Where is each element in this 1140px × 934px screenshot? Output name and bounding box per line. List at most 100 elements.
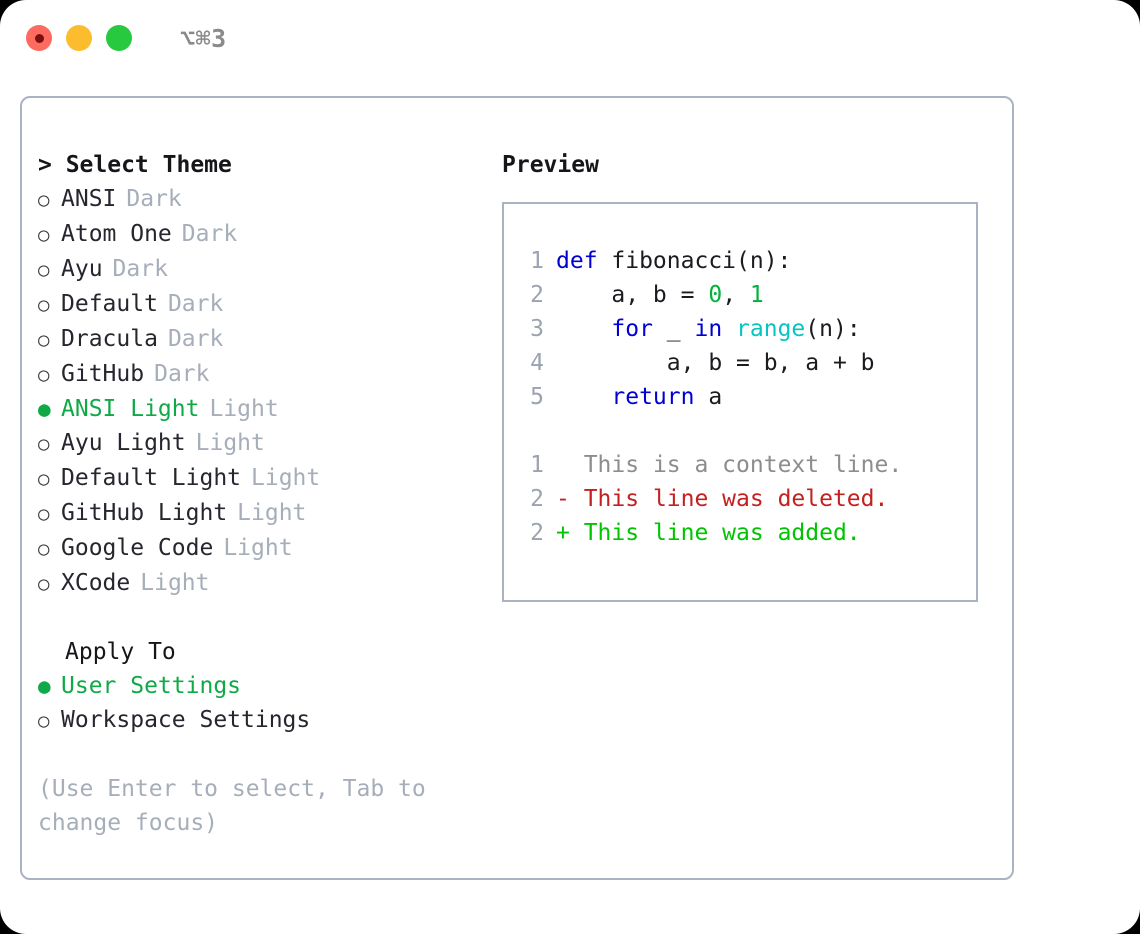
apply-to-list: ● User Settings ○Workspace Settings [38, 669, 508, 738]
minimize-button[interactable] [66, 25, 92, 51]
close-button[interactable] [26, 25, 52, 51]
apply-to-option-workspace-settings[interactable]: ○Workspace Settings [38, 703, 508, 738]
preview-spacer [504, 414, 976, 448]
code-token-fn: range [736, 316, 806, 342]
section-spacer [38, 601, 508, 635]
theme-name: Dracula [61, 326, 158, 352]
code-line-number: 4 [530, 350, 544, 376]
theme-name: Default Light [61, 465, 242, 491]
help-text: (Use Enter to select, Tab to change focu… [38, 776, 426, 836]
diff-line-add: 2+ This line was added. [504, 516, 976, 550]
theme-name: XCode [61, 570, 131, 596]
radio-unselected-icon[interactable]: ○ [38, 573, 50, 595]
code-token-txt [722, 316, 736, 342]
code-line: 1 def fibonacci(n): [504, 244, 976, 278]
code-line: 4 a, b = b, a + b [504, 346, 976, 380]
radio-selected-icon[interactable]: ● [38, 397, 51, 421]
theme-name: GitHub Light [61, 500, 228, 526]
radio-unselected-icon[interactable]: ○ [38, 259, 50, 281]
code-token-txt: a, b = [556, 282, 709, 308]
radio-unselected-icon[interactable]: ○ [38, 503, 50, 525]
code-token-num: 0 [708, 282, 723, 308]
theme-option-google-code[interactable]: ○ Google Code Light [38, 531, 508, 566]
apply-to-label: User Settings [61, 673, 242, 699]
diff-line-text: This line was added. [583, 520, 861, 546]
theme-variant-badge: Light [237, 500, 307, 526]
diff-marker [556, 448, 584, 482]
code-line: 2 a, b = 0, 1 [504, 278, 976, 312]
code-line-content: return a [556, 380, 722, 414]
radio-unselected-icon[interactable]: ○ [38, 364, 50, 386]
theme-variant-badge: Light [195, 430, 265, 456]
radio-unselected-icon[interactable]: ○ [38, 538, 50, 560]
theme-name: ANSI Light [61, 396, 200, 422]
code-token-kw: return [611, 384, 695, 410]
theme-option-ayu-light[interactable]: ○ Ayu Light Light [38, 426, 508, 461]
radio-unselected-icon[interactable]: ○ [38, 224, 50, 246]
radio-unselected-icon[interactable]: ○ [38, 433, 50, 455]
code-line-content: def fibonacci(n): [556, 244, 791, 278]
theme-option-dracula[interactable]: ○ Dracula Dark [38, 322, 508, 357]
code-token-kw: def [556, 248, 612, 274]
theme-option-ansi-light[interactable]: ● ANSI Light Light [38, 392, 508, 426]
code-token-txt: (n): [805, 316, 861, 342]
theme-variant-badge: Dark [181, 221, 238, 247]
theme-variant-badge: Light [223, 535, 293, 561]
radio-unselected-icon[interactable]: ○ [38, 294, 50, 316]
code-token-kw: for [611, 316, 653, 342]
theme-name: Ayu Light [61, 430, 186, 456]
code-line: 3 for _ in range(n): [504, 312, 976, 346]
code-line-number: 3 [530, 316, 544, 342]
code-token-txt: a [694, 384, 723, 410]
code-token-txt: a, b = b, a + b [556, 350, 875, 376]
theme-variant-badge: Dark [154, 361, 210, 387]
preview-title: Preview [502, 152, 599, 178]
radio-selected-icon[interactable]: ● [38, 674, 51, 698]
diff-marker: + [556, 520, 584, 546]
code-line-number: 2 [530, 282, 544, 308]
code-line: 5 return a [504, 380, 976, 414]
preview-diff-block: 1 This is a context line.2- This line wa… [504, 448, 976, 550]
window-title: ⌥⌘3 [180, 23, 227, 53]
theme-name: GitHub [61, 361, 145, 387]
diff-line-number: 2 [530, 486, 544, 512]
diff-marker: - [556, 486, 584, 512]
select-theme-header: > Select Theme [38, 152, 232, 178]
maximize-button[interactable] [106, 25, 132, 51]
theme-variant-badge: Dark [167, 291, 224, 317]
theme-variant-badge: Dark [167, 326, 224, 352]
code-token-kw: in [694, 316, 723, 342]
theme-variant-badge: Dark [112, 256, 168, 282]
diff-line-del: 2- This line was deleted. [504, 482, 976, 516]
code-token-txt [556, 316, 611, 342]
code-token-txt [556, 384, 611, 410]
code-token-txt: fibonacci(n): [611, 248, 792, 274]
radio-unselected-icon[interactable]: ○ [38, 468, 50, 490]
apply-to-option-user-settings[interactable]: ● User Settings [38, 669, 508, 703]
code-line-number: 1 [530, 248, 544, 274]
code-line-content: for _ in range(n): [556, 312, 861, 346]
radio-unselected-icon[interactable]: ○ [38, 710, 50, 732]
theme-option-github[interactable]: ○ GitHub Dark [38, 357, 508, 392]
code-token-num: 1 [749, 282, 764, 308]
theme-variant-badge: Light [209, 396, 279, 422]
theme-name: Google Code [61, 535, 214, 561]
radio-unselected-icon[interactable]: ○ [38, 189, 50, 211]
diff-line-text: This is a context line. [583, 452, 903, 478]
diff-line-ctx: 1 This is a context line. [504, 448, 976, 482]
radio-unselected-icon[interactable]: ○ [38, 329, 50, 351]
theme-option-github-light[interactable]: ○ GitHub Light Light [38, 496, 508, 531]
